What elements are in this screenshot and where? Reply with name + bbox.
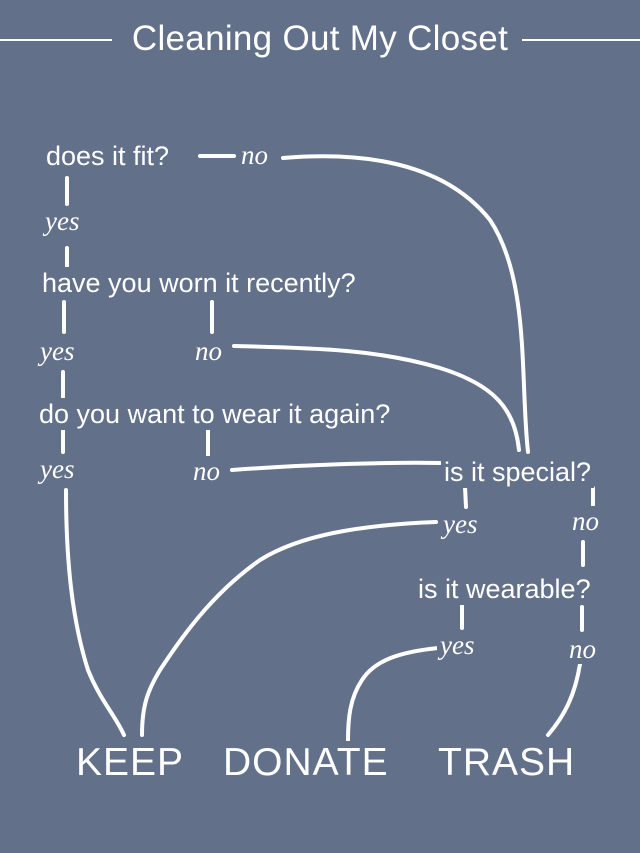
answer-want-yes: yes	[37, 454, 78, 484]
question-want-to-wear: do you want to wear it again?	[36, 398, 394, 430]
question-does-it-fit: does it fit?	[43, 140, 173, 172]
title-row: Cleaning Out My Closet	[0, 14, 640, 64]
connector-want-yes-to-keep	[64, 488, 126, 737]
outcome-keep: KEEP	[72, 741, 189, 785]
question-worn-recently: have you worn it recently?	[39, 267, 359, 299]
title-rule-left	[0, 39, 112, 41]
answer-special-yes: yes	[440, 509, 481, 539]
question-is-it-special: is it special?	[441, 456, 595, 488]
connector-want-no-to-special	[230, 460, 442, 472]
answer-want-no: no	[190, 456, 223, 486]
answer-worn-yes: yes	[37, 336, 78, 366]
answer-wearable-yes: yes	[437, 630, 478, 660]
connector-fit-no-to-special	[281, 154, 530, 454]
title-rule-right	[522, 39, 640, 41]
question-is-it-wearable: is it wearable?	[415, 573, 594, 605]
connector-wearable-no-to-trash	[546, 662, 582, 737]
answer-special-no: no	[569, 506, 602, 536]
answer-wearable-no: no	[566, 634, 599, 664]
answer-worn-no: no	[192, 336, 225, 366]
connector-special-yes-top	[463, 485, 468, 509]
outcome-trash: TRASH	[434, 741, 580, 785]
outcome-donate: DONATE	[219, 741, 393, 785]
answer-fit-yes: yes	[42, 206, 83, 236]
connector-wearable-yes-to-donate	[346, 646, 440, 742]
connector-special-yes-to-keep	[140, 520, 438, 737]
connector-worn-no-to-special	[232, 344, 521, 452]
page-title: Cleaning Out My Closet	[131, 19, 509, 58]
answer-fit-no: no	[238, 140, 271, 170]
